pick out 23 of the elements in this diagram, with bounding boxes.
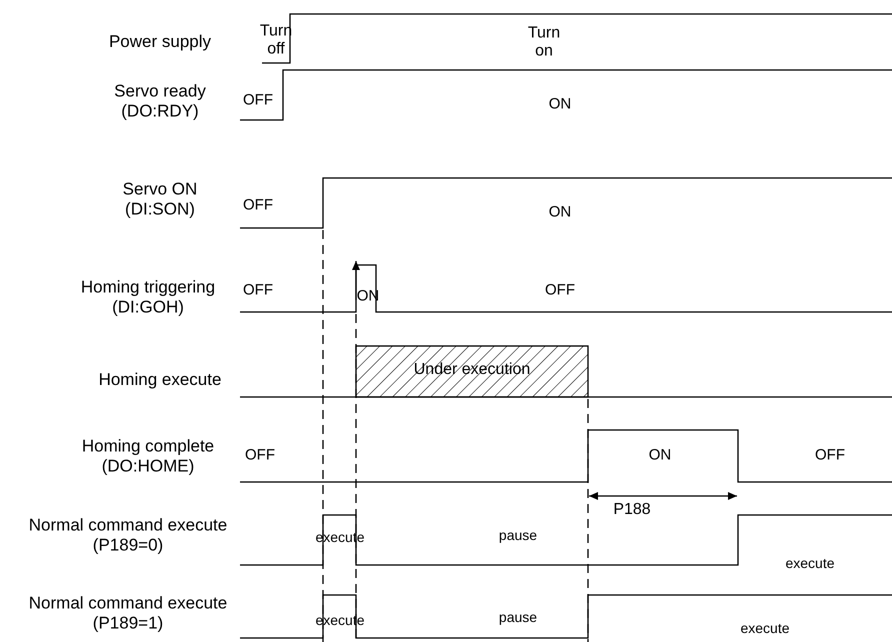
signal-name: Homing triggering (DI:GOH) bbox=[80, 277, 216, 317]
state-label: OFF bbox=[242, 91, 274, 109]
signal-name: Normal command execute (P189=1) bbox=[28, 593, 228, 633]
signal-name: Servo ON (DI:SON) bbox=[122, 179, 198, 219]
state-label: Turn on bbox=[526, 24, 562, 62]
state-label: OFF bbox=[242, 196, 274, 214]
dimension-label: P188 bbox=[612, 500, 652, 520]
state-label: pause bbox=[498, 526, 538, 544]
state-label: OFF bbox=[544, 281, 576, 299]
state-label: ON bbox=[648, 446, 672, 464]
signal-name: Homing complete (DO:HOME) bbox=[80, 436, 216, 476]
state-label: ON bbox=[548, 203, 572, 221]
signal-name: Homing execute bbox=[98, 370, 222, 390]
state-label: OFF bbox=[242, 281, 274, 299]
state-label: OFF bbox=[814, 446, 846, 464]
state-label: OFF bbox=[244, 446, 276, 464]
state-label: execute bbox=[784, 554, 836, 572]
state-label: pause bbox=[498, 608, 538, 626]
state-label: execute bbox=[739, 620, 791, 636]
signal-name: Servo ready (DO:RDY) bbox=[113, 81, 207, 121]
signal-name: Power supply bbox=[108, 32, 212, 52]
signal-name: Normal command execute (P189=0) bbox=[28, 515, 228, 555]
state-label: ON bbox=[548, 95, 572, 113]
